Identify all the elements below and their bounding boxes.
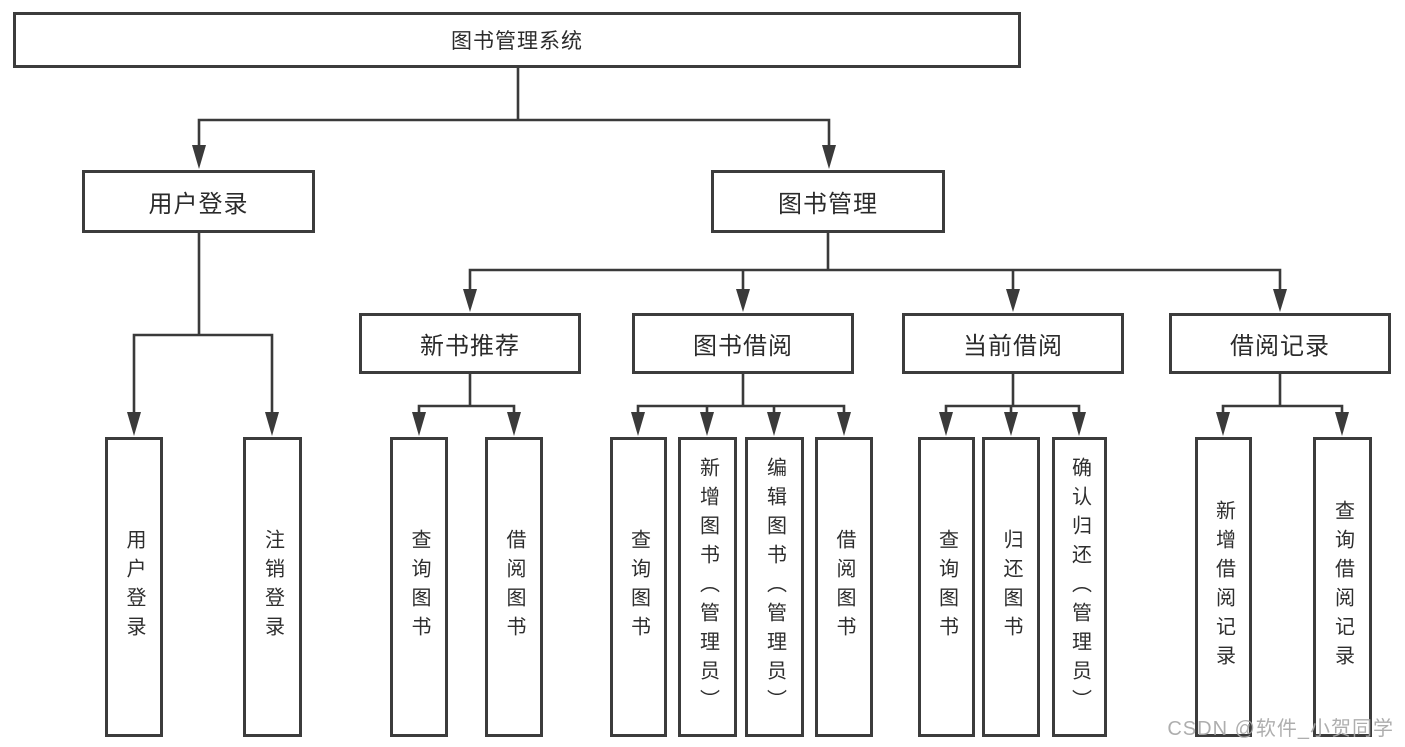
node-book-management: 图书管理 <box>711 170 945 233</box>
leaf-borrow-books-borrowing-label: 借阅图书 <box>833 529 855 645</box>
leaf-logout-login-label: 注销登录 <box>261 529 284 645</box>
leaf-confirm-return-admin-label: 确认归还（管理员） <box>1068 456 1091 718</box>
leaf-add-books-admin: 新增图书（管理员） <box>678 437 737 737</box>
leaf-user-login-label: 用户登录 <box>123 529 145 645</box>
leaf-borrow-books-borrowing: 借阅图书 <box>815 437 873 737</box>
node-current-borrowing: 当前借阅 <box>902 313 1124 374</box>
leaf-add-books-admin-label: 新增图书（管理员） <box>696 456 719 718</box>
node-library-management-system: 图书管理系统 <box>13 12 1021 68</box>
node-user-login: 用户登录 <box>82 170 315 233</box>
leaf-edit-books-admin-label: 编辑图书（管理员） <box>763 456 786 718</box>
leaf-query-books-recommend: 查询图书 <box>390 437 448 737</box>
leaf-query-books-current-label: 查询图书 <box>935 529 958 645</box>
leaf-logout-login: 注销登录 <box>243 437 302 737</box>
leaf-confirm-return-admin: 确认归还（管理员） <box>1052 437 1107 737</box>
leaf-query-books-borrowing: 查询图书 <box>610 437 667 737</box>
leaf-query-books-current: 查询图书 <box>918 437 975 737</box>
leaf-return-books: 归还图书 <box>982 437 1040 737</box>
node-borrowing-records: 借阅记录 <box>1169 313 1391 374</box>
leaf-borrow-books-recommend-label: 借阅图书 <box>503 529 525 645</box>
watermark: CSDN @软件_小贺同学 <box>1167 718 1394 740</box>
leaf-query-books-borrowing-label: 查询图书 <box>627 529 650 645</box>
leaf-query-borrow-record-label: 查询借阅记录 <box>1331 500 1354 674</box>
leaf-edit-books-admin: 编辑图书（管理员） <box>745 437 804 737</box>
leaf-query-borrow-record: 查询借阅记录 <box>1313 437 1372 737</box>
node-new-book-recommendation: 新书推荐 <box>359 313 581 374</box>
leaf-add-borrow-record-label: 新增借阅记录 <box>1212 500 1235 674</box>
node-book-borrowing: 图书借阅 <box>632 313 854 374</box>
leaf-borrow-books-recommend: 借阅图书 <box>485 437 543 737</box>
leaf-query-books-recommend-label: 查询图书 <box>408 529 430 645</box>
leaf-return-books-label: 归还图书 <box>1000 529 1022 645</box>
leaf-user-login: 用户登录 <box>105 437 163 737</box>
leaf-add-borrow-record: 新增借阅记录 <box>1195 437 1252 737</box>
